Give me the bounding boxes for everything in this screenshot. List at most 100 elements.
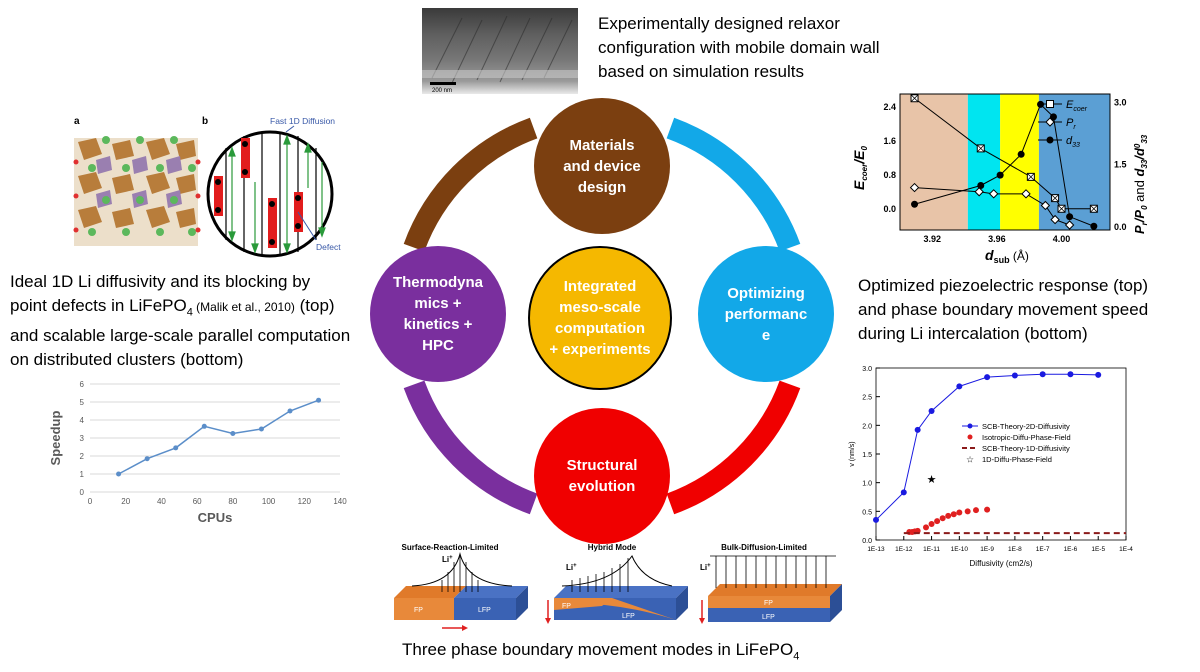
- d33-point: [1049, 113, 1057, 121]
- svg-text:FP: FP: [562, 603, 571, 610]
- y-tick-label: 2.0: [862, 423, 872, 430]
- y-axis-label: v (nm/s): [849, 441, 856, 466]
- mode-bulk-diffusion: Li+ FP LFP: [699, 555, 842, 624]
- x-tick-label: 3.96: [988, 234, 1006, 244]
- x-tick-label: 3.92: [924, 234, 942, 244]
- y-left-axis-label-part: /E: [851, 150, 867, 165]
- y-left-tick-label: 1.6: [883, 136, 896, 146]
- ecoer-point: [1057, 204, 1066, 213]
- scb-2d-point: [1039, 371, 1046, 378]
- y-tick-label: 2: [80, 452, 85, 461]
- tem-texture: 200 nm: [422, 15, 578, 94]
- x-tick-label: 60: [193, 497, 202, 506]
- arc-right-bottom: [666, 380, 801, 515]
- isotropic-point: [928, 520, 935, 527]
- x-tick-label: 100: [262, 497, 276, 506]
- y-left-axis-label-part: 0: [860, 146, 869, 151]
- svg-text:LFP: LFP: [478, 607, 491, 614]
- arc-right-top: [666, 117, 801, 252]
- x-tick-label: 1E-6: [1064, 546, 1078, 553]
- crystal-figure: a: [72, 112, 202, 252]
- y-axis-label: Speedup: [48, 410, 63, 465]
- x-axis-label-part: (Å): [1010, 248, 1029, 263]
- y-right-axis-label-part: /P: [1132, 210, 1147, 224]
- mode-title-hybrid: Hybrid Mode: [588, 543, 637, 552]
- isotropic-point: [939, 515, 946, 522]
- isotropic-point: [950, 511, 957, 518]
- pr-point: [1064, 220, 1075, 230]
- ecoer-cross: [1057, 204, 1066, 213]
- x-tick-label: 1E-5: [1091, 546, 1105, 553]
- data-point: [287, 408, 293, 414]
- svg-text:FP: FP: [764, 600, 773, 607]
- left-caption-line4: on distributed clusters (bottom): [10, 350, 244, 370]
- y-right-axis-label: Pr/P0 and d33/d033: [1132, 134, 1149, 234]
- svg-text:Li+: Li+: [700, 563, 711, 572]
- y-tick-label: 3: [80, 434, 85, 443]
- mode-surface-reaction: Li+ FP LFP WD: [374, 552, 528, 631]
- d33-point: [977, 181, 985, 189]
- pr-point: [1050, 214, 1060, 225]
- x-tick-label: 80: [228, 497, 237, 506]
- y-right-axis-label-part: /d: [1132, 147, 1147, 161]
- phase-region: [1000, 94, 1039, 230]
- y-tick-label: 4: [80, 416, 85, 425]
- modes-figure: Surface-Reaction-Limited Hybrid Mode Bul…: [374, 540, 862, 640]
- y-right-axis-label-part: 33: [1140, 134, 1149, 143]
- pr-point: [909, 182, 920, 193]
- plot-frame: [875, 367, 1127, 541]
- ecoer-cross: [1027, 173, 1035, 181]
- phase-region: [967, 94, 1001, 230]
- scb-2d-point: [914, 426, 921, 433]
- scb-2d-point: [956, 383, 963, 390]
- panel-b-label: b: [202, 116, 208, 127]
- x-tick-label: 1E-9: [980, 546, 994, 553]
- data-point: [230, 431, 236, 436]
- isotropic-point: [956, 509, 963, 516]
- arc-left-top: [403, 117, 538, 252]
- y-right-axis-label-part: 0: [1133, 143, 1142, 148]
- isotropic-point: [984, 506, 991, 513]
- pr-point: [988, 189, 999, 199]
- svg-text:LFP: LFP: [762, 614, 775, 621]
- ecoer-point: [1051, 194, 1060, 203]
- series-line: [914, 97, 1094, 210]
- scb-2d-point: [900, 489, 907, 496]
- x-tick-label: 140: [333, 497, 347, 506]
- legend-marker: [967, 434, 973, 440]
- crystal-structure-image: a: [73, 116, 201, 246]
- x-axis-label: Diffusivity (cm2/s): [970, 559, 1033, 568]
- x-tick-label: 1E-8: [1008, 546, 1022, 553]
- data-point: [173, 445, 179, 451]
- ecoer-cross: [976, 144, 985, 153]
- series-line: [914, 103, 1095, 227]
- right-caption: Optimized piezoelectric response (top) a…: [858, 276, 1149, 343]
- y-tick-label: 0: [80, 488, 85, 497]
- scb-2d-point: [873, 516, 879, 523]
- y-left-axis-label-part: E: [851, 180, 867, 190]
- y-left-axis-label-part: coer: [860, 163, 869, 181]
- scb-2d-point: [984, 374, 991, 381]
- y-right-tick-label: 0.0: [1114, 222, 1127, 232]
- y-left-tick-label: 0.8: [883, 170, 896, 180]
- scalebar-label: 200 nm: [432, 88, 452, 94]
- data-point: [316, 397, 322, 403]
- cycle-diagram: [403, 117, 801, 515]
- fast-diffusion-label: Fast 1D Diffusion: [270, 116, 335, 126]
- legend-label: SCB-Theory-2D-Diffusivity: [982, 422, 1070, 431]
- x-tick-label: 120: [298, 497, 312, 506]
- scb-2d-point: [1011, 372, 1018, 379]
- ecoer-cross: [1051, 194, 1059, 202]
- ecoer-point: [976, 144, 985, 153]
- y-right-axis-label-part: P: [1132, 225, 1147, 234]
- tem-image: 200 nm: [422, 8, 578, 94]
- d33-point: [1017, 150, 1025, 158]
- x-axis-label: CPUs: [198, 510, 233, 525]
- d33-point: [911, 200, 919, 208]
- panel-a-label: a: [74, 116, 80, 127]
- x-tick-label: 1E-11: [923, 546, 940, 553]
- mode-title-bulk: Bulk-Diffusion-Limited: [721, 543, 807, 552]
